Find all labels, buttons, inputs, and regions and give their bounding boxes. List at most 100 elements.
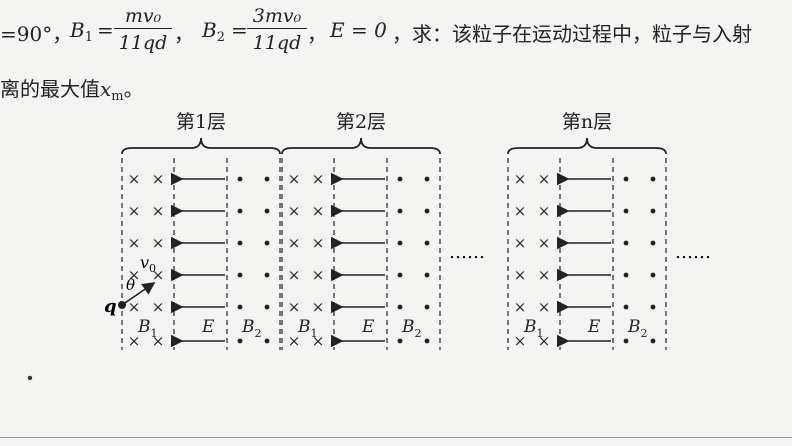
cross-mark: ×	[312, 170, 325, 188]
particle-group: q v0 θ	[104, 253, 156, 317]
cross-mark: ×	[312, 298, 325, 316]
b2-denominator: 11qd	[252, 32, 302, 54]
dot-mark	[237, 304, 243, 310]
equals-sign-2: =	[231, 18, 248, 42]
dot-mark	[424, 272, 430, 278]
e-field-label: E	[361, 317, 375, 337]
brace-layer-3	[507, 137, 667, 155]
cross-mark: ×	[288, 170, 301, 188]
dot-mark	[237, 338, 243, 344]
cross-mark: ×	[288, 332, 301, 350]
ellipsis-right: ……	[675, 242, 711, 263]
cross-mark: ×	[128, 170, 141, 188]
dot-mark	[397, 272, 403, 278]
dot-mark	[237, 176, 243, 182]
dot-mark	[424, 304, 430, 310]
particle-q-label: q	[104, 296, 117, 317]
brace-layer-1	[121, 137, 281, 155]
cross-mark: ×	[514, 202, 527, 220]
cross-mark: ×	[128, 332, 141, 350]
brace-layer-2	[281, 137, 441, 155]
cross-mark: ×	[288, 202, 301, 220]
dot-mark	[264, 272, 270, 278]
cross-mark: ×	[514, 170, 527, 188]
cross-mark: ×	[514, 332, 527, 350]
velocity-arrow	[121, 282, 156, 306]
dot-mark	[623, 338, 629, 344]
cross-mark: ×	[152, 170, 165, 188]
dot-mark	[623, 304, 629, 310]
equals-sign-1: =	[97, 18, 114, 42]
dot-mark	[237, 272, 243, 278]
period: 。	[123, 77, 144, 101]
layer-label-2: 第2层	[336, 111, 386, 133]
cross-mark: ×	[288, 298, 301, 316]
cross-mark: ×	[128, 266, 141, 284]
v0-label: v0	[140, 253, 156, 275]
stray-dot	[27, 375, 33, 381]
cross-mark: ×	[514, 298, 527, 316]
dot-mark	[650, 176, 656, 182]
layer-label-3: 第n层	[562, 111, 612, 133]
cross-mark: ×	[538, 234, 551, 252]
b2-region-label: B2	[241, 317, 262, 340]
layer-braces	[121, 137, 667, 155]
cross-mark: ×	[288, 266, 301, 284]
e-field-zero: E = 0	[330, 18, 387, 42]
dot-mark	[397, 176, 403, 182]
cross-mark: ×	[128, 298, 141, 316]
dot-mark	[397, 304, 403, 310]
dot-mark	[424, 338, 430, 344]
cross-mark: ×	[152, 234, 165, 252]
cross-mark: ×	[538, 202, 551, 220]
cross-mark: ×	[312, 332, 325, 350]
cross-mark: ×	[312, 234, 325, 252]
question-text: ，求：该粒子在运动过程中，粒子与入射	[392, 22, 752, 46]
cross-mark: ×	[152, 298, 165, 316]
b1-denominator: 11qd	[118, 32, 168, 54]
ellipsis-middle: ……	[449, 242, 485, 263]
b1-region-label: B1	[137, 317, 158, 340]
b1-region-label: B1	[297, 317, 318, 340]
comma-2: ，	[307, 22, 327, 46]
dot-mark	[264, 338, 270, 344]
cross-mark: ×	[152, 266, 165, 284]
dot-mark	[424, 208, 430, 214]
cross-mark: ×	[538, 332, 551, 350]
cross-mark: ×	[128, 202, 141, 220]
cross-mark: ×	[288, 234, 301, 252]
cross-mark: ×	[538, 170, 551, 188]
dot-mark	[623, 240, 629, 246]
dot-mark	[650, 304, 656, 310]
cross-mark: ×	[152, 332, 165, 350]
cross-mark: ×	[312, 202, 325, 220]
bottom-divider	[0, 437, 792, 438]
dot-mark	[397, 338, 403, 344]
layer-label-1: 第1层	[176, 111, 226, 133]
xm-symbol: xm	[100, 77, 124, 104]
cross-mark: ×	[538, 298, 551, 316]
dot-mark	[650, 272, 656, 278]
b2-numerator: 3mv₀	[247, 4, 307, 29]
comma-1: ，	[174, 22, 194, 46]
cross-mark: ×	[128, 234, 141, 252]
layer-labels: 第1层 第2层 第n层	[176, 111, 612, 133]
dot-mark	[264, 240, 270, 246]
dot-mark	[623, 176, 629, 182]
problem-line-1: =90°， B1 = mv₀ 11qd ， B2 = 3mv₀ 11qd ， E…	[0, 4, 792, 64]
b1-fraction: mv₀ 11qd	[114, 4, 172, 55]
b2-symbol: B2	[202, 18, 225, 45]
b2-region-label: B2	[401, 317, 422, 340]
b1-symbol: B1	[70, 18, 93, 45]
b2-region-label: B2	[627, 317, 648, 340]
e-field-label: E	[587, 317, 601, 337]
dot-mark	[264, 304, 270, 310]
cross-mark: ×	[538, 266, 551, 284]
dot-mark	[264, 208, 270, 214]
b1-region-label: B1	[523, 317, 544, 340]
e-field-label: E	[201, 317, 215, 337]
